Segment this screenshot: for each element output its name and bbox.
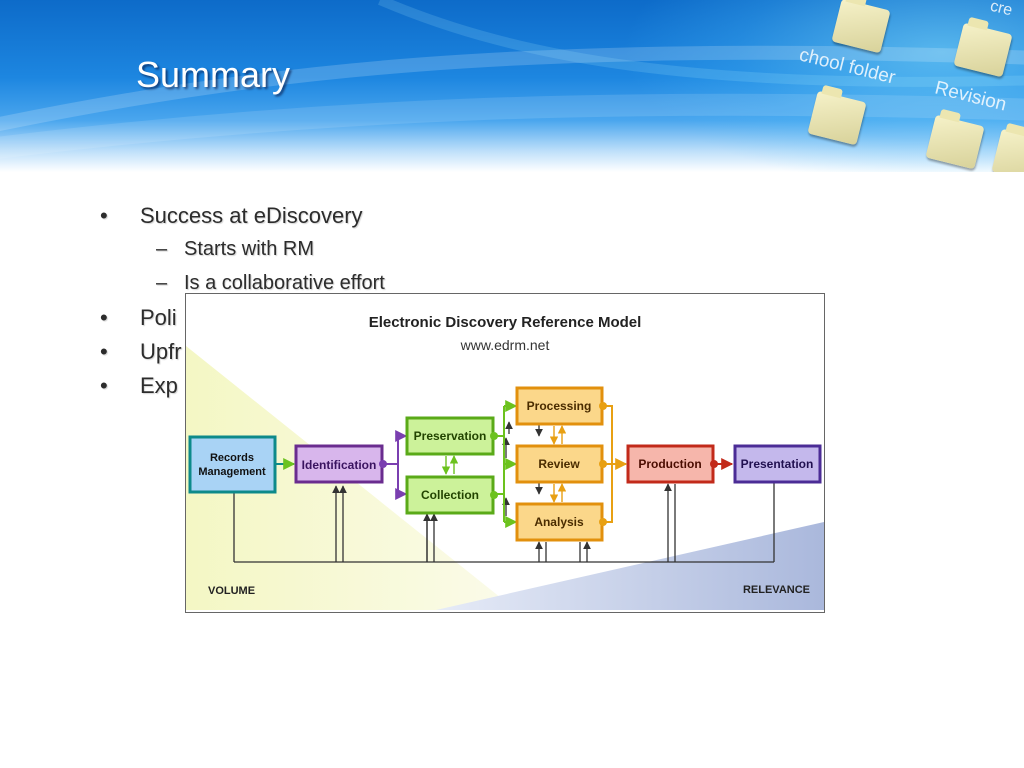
node-records-management: Records Management [188, 435, 277, 494]
node-label: Collection [421, 488, 479, 502]
node-label: Preservation [414, 429, 487, 443]
node-label: Management [198, 466, 266, 478]
bullet-mark: • [100, 339, 108, 364]
node-label: Analysis [534, 515, 584, 529]
sub-bullet-item: – Starts with RM [100, 234, 860, 268]
bullet-text: Exp [140, 373, 178, 398]
bullet-text: Poli [140, 305, 177, 330]
bullet-text: Upfr [140, 339, 182, 364]
bullet-item: • Success at eDiscovery [100, 200, 860, 234]
node-label: Review [538, 457, 580, 471]
node-label: Identification [302, 458, 377, 472]
axis-label-relevance: RELEVANCE [743, 584, 810, 596]
bullet-item: • Exp [100, 370, 860, 404]
edrm-diagram-svg: Electronic Discovery Reference Model www… [186, 314, 824, 610]
bullet-text: Success at eDiscovery [140, 203, 363, 228]
sub-bullet-item: – Is a collaborative effort [100, 268, 860, 302]
header-band: chool folder Revision cre [0, 0, 1024, 172]
node-analysis: Analysis [515, 502, 607, 542]
node-label: Processing [527, 399, 592, 413]
sub-bullet-mark: – [156, 238, 168, 260]
node-identification: Identification [294, 444, 387, 484]
node-label: Production [638, 457, 701, 471]
bullet-item: • Poli [100, 302, 860, 336]
sub-bullet-text: Is a collaborative effort [184, 272, 385, 294]
node-collection: Collection [405, 475, 498, 515]
edrm-diagram: Electronic Discovery Reference Model www… [185, 293, 825, 613]
bullet-mark: • [100, 305, 108, 330]
bullet-list: • Success at eDiscovery – Starts with RM… [100, 200, 860, 404]
node-processing: Processing [515, 386, 607, 426]
sub-bullet-mark: – [156, 272, 168, 294]
node-preservation: Preservation [405, 416, 498, 456]
iteration-arrows [441, 425, 567, 503]
node-review: Review [515, 444, 607, 484]
relevance-wedge [436, 522, 824, 610]
feedback-lines [233, 421, 775, 563]
node-label: Presentation [741, 457, 814, 471]
slide-title: Summary [136, 54, 291, 95]
sub-bullet-text: Starts with RM [184, 238, 315, 260]
diagram-title: Electronic Discovery Reference Model [369, 314, 642, 331]
node-label: Records [210, 452, 254, 464]
axis-label-volume: VOLUME [208, 585, 255, 597]
diagram-url: www.edrm.net [460, 337, 550, 353]
bullet-item: • Upfr [100, 336, 860, 370]
bullet-mark: • [100, 203, 108, 228]
bullet-mark: • [100, 373, 108, 398]
node-presentation: Presentation [733, 444, 822, 484]
node-production: Production [626, 444, 718, 484]
